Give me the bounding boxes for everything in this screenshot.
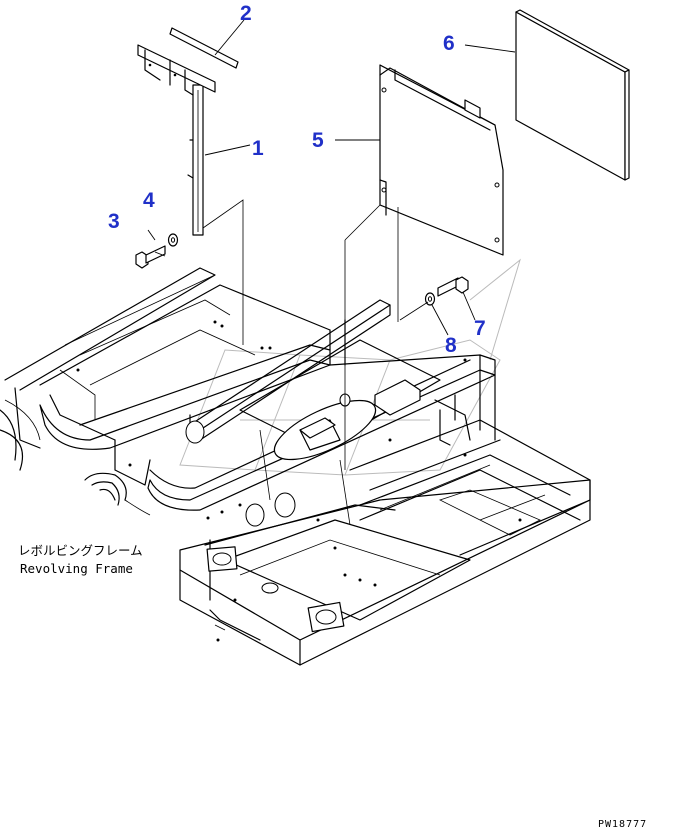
callout-leaders — [147, 19, 516, 336]
callout-2: 2 — [240, 2, 252, 25]
part-3-bolt — [135, 245, 166, 269]
callout-4: 4 — [143, 189, 155, 212]
callout-6: 6 — [443, 32, 455, 55]
part-6-panel — [515, 9, 630, 181]
watermark-logo — [179, 258, 521, 476]
part-1-bracket — [137, 44, 216, 236]
callout-1: 1 — [252, 137, 264, 160]
drawing-number: PW18777 — [598, 819, 647, 830]
part-7-bolt — [437, 276, 469, 297]
callout-3: 3 — [108, 210, 120, 233]
revolving-frame — [0, 267, 591, 666]
part-5-cover-plate — [379, 64, 504, 256]
part-4-washer — [167, 233, 179, 247]
callout-7: 7 — [474, 317, 486, 340]
callout-8: 8 — [445, 334, 457, 357]
callout-numbers: 1 2 3 4 5 6 7 8 — [108, 2, 486, 357]
frame-label-english: Revolving Frame — [20, 561, 133, 576]
callout-5: 5 — [312, 129, 324, 152]
part-2-strip — [169, 27, 239, 69]
frame-label-japanese: レボルビングフレーム — [18, 543, 143, 558]
assembly-lines — [202, 199, 429, 470]
